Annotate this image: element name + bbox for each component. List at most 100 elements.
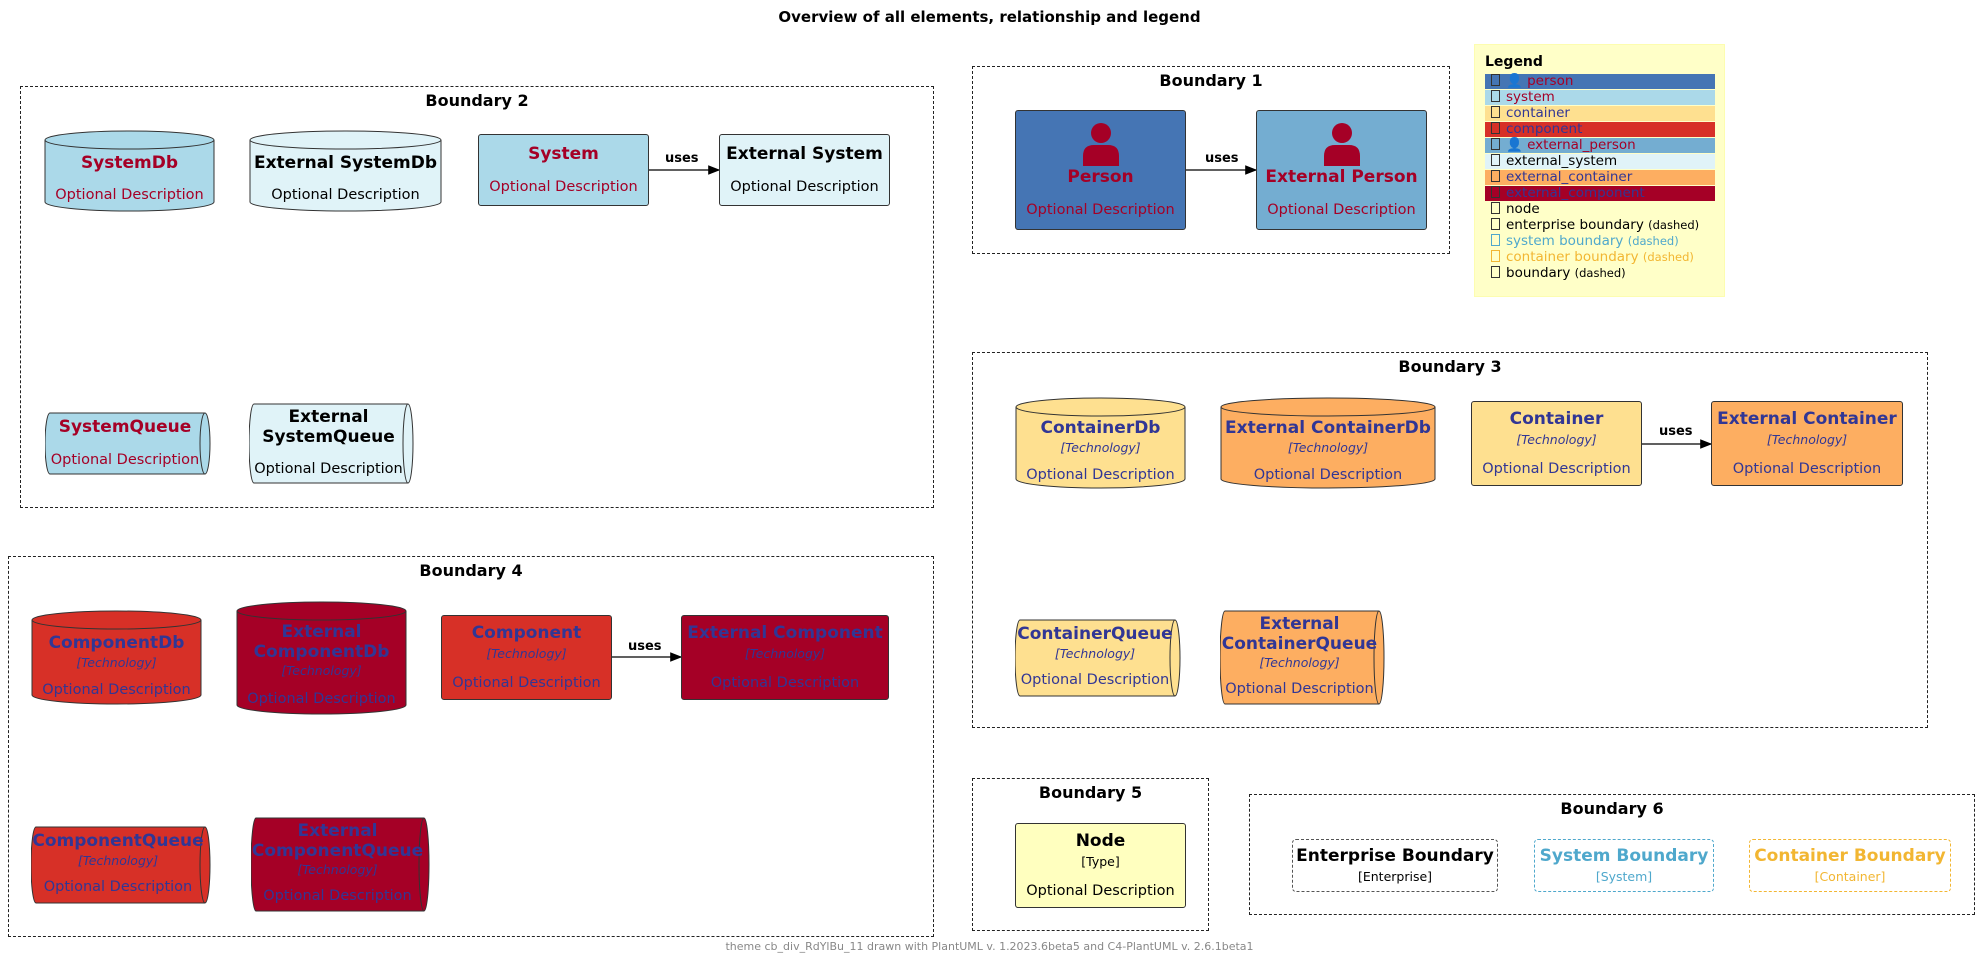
- element-type: [Type]: [1081, 853, 1120, 869]
- element-type: [Container]: [1814, 868, 1886, 884]
- element-description: Optional Description: [1267, 201, 1416, 218]
- legend-swatch-icon: [1491, 90, 1500, 102]
- element-description: Optional Description: [1026, 201, 1175, 218]
- legend-swatch-icon: [1491, 138, 1500, 150]
- boundary-5: Boundary 5: [972, 778, 1209, 931]
- system-queue[interactable]: SystemQueue Optional Description: [45, 412, 215, 475]
- queue-shape: [1220, 610, 1385, 705]
- container-queue[interactable]: ContainerQueue [Technology] Optional Des…: [1015, 619, 1185, 697]
- legend-swatch-icon: [1491, 106, 1500, 118]
- element-name: External ComponentDb: [253, 622, 390, 662]
- database-shape: [249, 130, 442, 212]
- rel-label: uses: [1659, 424, 1693, 439]
- database-shape: [31, 610, 202, 705]
- external-container-db[interactable]: External ContainerDb [Technology] Option…: [1220, 397, 1436, 489]
- person[interactable]: Person Optional Description: [1015, 110, 1186, 230]
- element-technology: [Technology]: [281, 663, 362, 678]
- boundary-title: Boundary 2: [425, 91, 529, 110]
- element-description: Optional Description: [1253, 467, 1403, 483]
- element-description: Optional Description: [247, 691, 396, 707]
- external-component[interactable]: External Component [Technology] Optional…: [681, 615, 889, 700]
- external-system-db[interactable]: External SystemDb Optional Description: [249, 130, 442, 212]
- database-shape: [1220, 397, 1436, 489]
- element-technology: [Technology]: [486, 645, 567, 661]
- person-icon: 👤: [1506, 137, 1523, 153]
- legend-item-node: node: [1485, 202, 1715, 217]
- boundary-6: Boundary 6: [1249, 794, 1975, 915]
- element-description: Optional Description: [1026, 467, 1175, 483]
- external-component-db[interactable]: External ComponentDb [Technology] Option…: [236, 601, 407, 715]
- legend-item-component: component: [1485, 122, 1715, 137]
- system[interactable]: System Optional Description: [478, 134, 649, 206]
- component-db[interactable]: ComponentDb [Technology] Optional Descri…: [31, 610, 202, 705]
- element-description: Optional Description: [42, 682, 191, 698]
- system-db[interactable]: SystemDb Optional Description: [44, 130, 215, 212]
- external-system-queue[interactable]: External SystemQueue Optional Descriptio…: [249, 403, 418, 484]
- element-technology: [Technology]: [1060, 440, 1141, 455]
- element-name: SystemDb: [80, 153, 179, 173]
- element-name: ComponentQueue: [32, 831, 204, 851]
- external-person[interactable]: External Person Optional Description: [1256, 110, 1427, 230]
- element-description: Optional Description: [254, 461, 403, 477]
- component[interactable]: Component [Technology] Optional Descript…: [441, 615, 612, 700]
- legend-item-enterprise-boundary: enterprise boundary (dashed): [1485, 218, 1715, 233]
- rel-label: uses: [628, 639, 662, 654]
- element-description: Optional Description: [1225, 681, 1374, 697]
- database-shape: [236, 601, 407, 715]
- person-icon: [1323, 123, 1360, 167]
- container[interactable]: Container [Technology] Optional Descript…: [1471, 401, 1642, 486]
- element-technology: [Technology]: [77, 853, 159, 868]
- legend: Legend 👤 person system container compone…: [1474, 44, 1725, 297]
- boundary-2: Boundary 2: [20, 86, 934, 508]
- legend-swatch-icon: [1491, 74, 1500, 86]
- external-container[interactable]: External Container [Technology] Optional…: [1711, 401, 1903, 486]
- element-name: System Boundary: [1539, 846, 1709, 866]
- component-queue[interactable]: ComponentQueue [Technology] Optional Des…: [31, 826, 215, 904]
- element-description: Optional Description: [1026, 882, 1175, 899]
- database-shape: [1015, 397, 1186, 489]
- legend-title: Legend: [1485, 54, 1543, 70]
- legend-item-system: system: [1485, 90, 1715, 105]
- external-system[interactable]: External System Optional Description: [719, 134, 890, 206]
- element-description: Optional Description: [730, 178, 879, 195]
- element-name: ContainerDb: [1040, 418, 1161, 438]
- system-boundary[interactable]: System Boundary [System]: [1534, 839, 1714, 892]
- legend-item-external-component: external_component: [1485, 186, 1715, 201]
- external-component-queue[interactable]: External ComponentQueue [Technology] Opt…: [251, 817, 434, 912]
- external-container-queue[interactable]: External ContainerQueue [Technology] Opt…: [1220, 610, 1389, 705]
- boundary-title: Boundary 5: [1038, 783, 1143, 802]
- person-icon: [1082, 123, 1119, 167]
- database-shape: [44, 130, 215, 212]
- legend-swatch-icon: [1491, 250, 1500, 262]
- element-name: ComponentDb: [48, 633, 185, 653]
- boundary-title: Boundary 4: [419, 561, 523, 580]
- element-technology: [Technology]: [1516, 431, 1597, 447]
- element-description: Optional Description: [1732, 460, 1882, 477]
- node[interactable]: Node [Type] Optional Description: [1015, 823, 1186, 908]
- legend-item-container-boundary: container boundary (dashed): [1485, 250, 1715, 265]
- container-boundary[interactable]: Container Boundary [Container]: [1749, 839, 1951, 892]
- legend-swatch-icon: [1491, 186, 1500, 198]
- element-name: External Container: [1717, 409, 1897, 430]
- element-name: Container: [1509, 409, 1604, 430]
- enterprise-boundary[interactable]: Enterprise Boundary [Enterprise]: [1292, 839, 1498, 892]
- boundary-3: Boundary 3: [972, 352, 1928, 728]
- container-db[interactable]: ContainerDb [Technology] Optional Descri…: [1015, 397, 1186, 489]
- element-description: Optional Description: [55, 187, 204, 203]
- queue-shape: [31, 826, 211, 904]
- element-technology: [Technology]: [297, 862, 378, 877]
- legend-item-external-system: external_system: [1485, 154, 1715, 169]
- element-name: External ContainerQueue: [1221, 614, 1378, 654]
- legend-item-external-person: 👤 external_person: [1485, 138, 1715, 153]
- queue-shape: [249, 403, 414, 484]
- element-description: Optional Description: [50, 452, 200, 468]
- element-description: Optional Description: [271, 187, 420, 203]
- element-description: Optional Description: [1482, 460, 1631, 477]
- legend-item-container: container: [1485, 106, 1715, 121]
- element-name: External ComponentQueue: [251, 821, 424, 861]
- legend-swatch-icon: [1491, 266, 1500, 278]
- element-type: [System]: [1595, 868, 1653, 884]
- element-technology: [Technology]: [744, 645, 826, 661]
- legend-swatch-icon: [1491, 122, 1500, 134]
